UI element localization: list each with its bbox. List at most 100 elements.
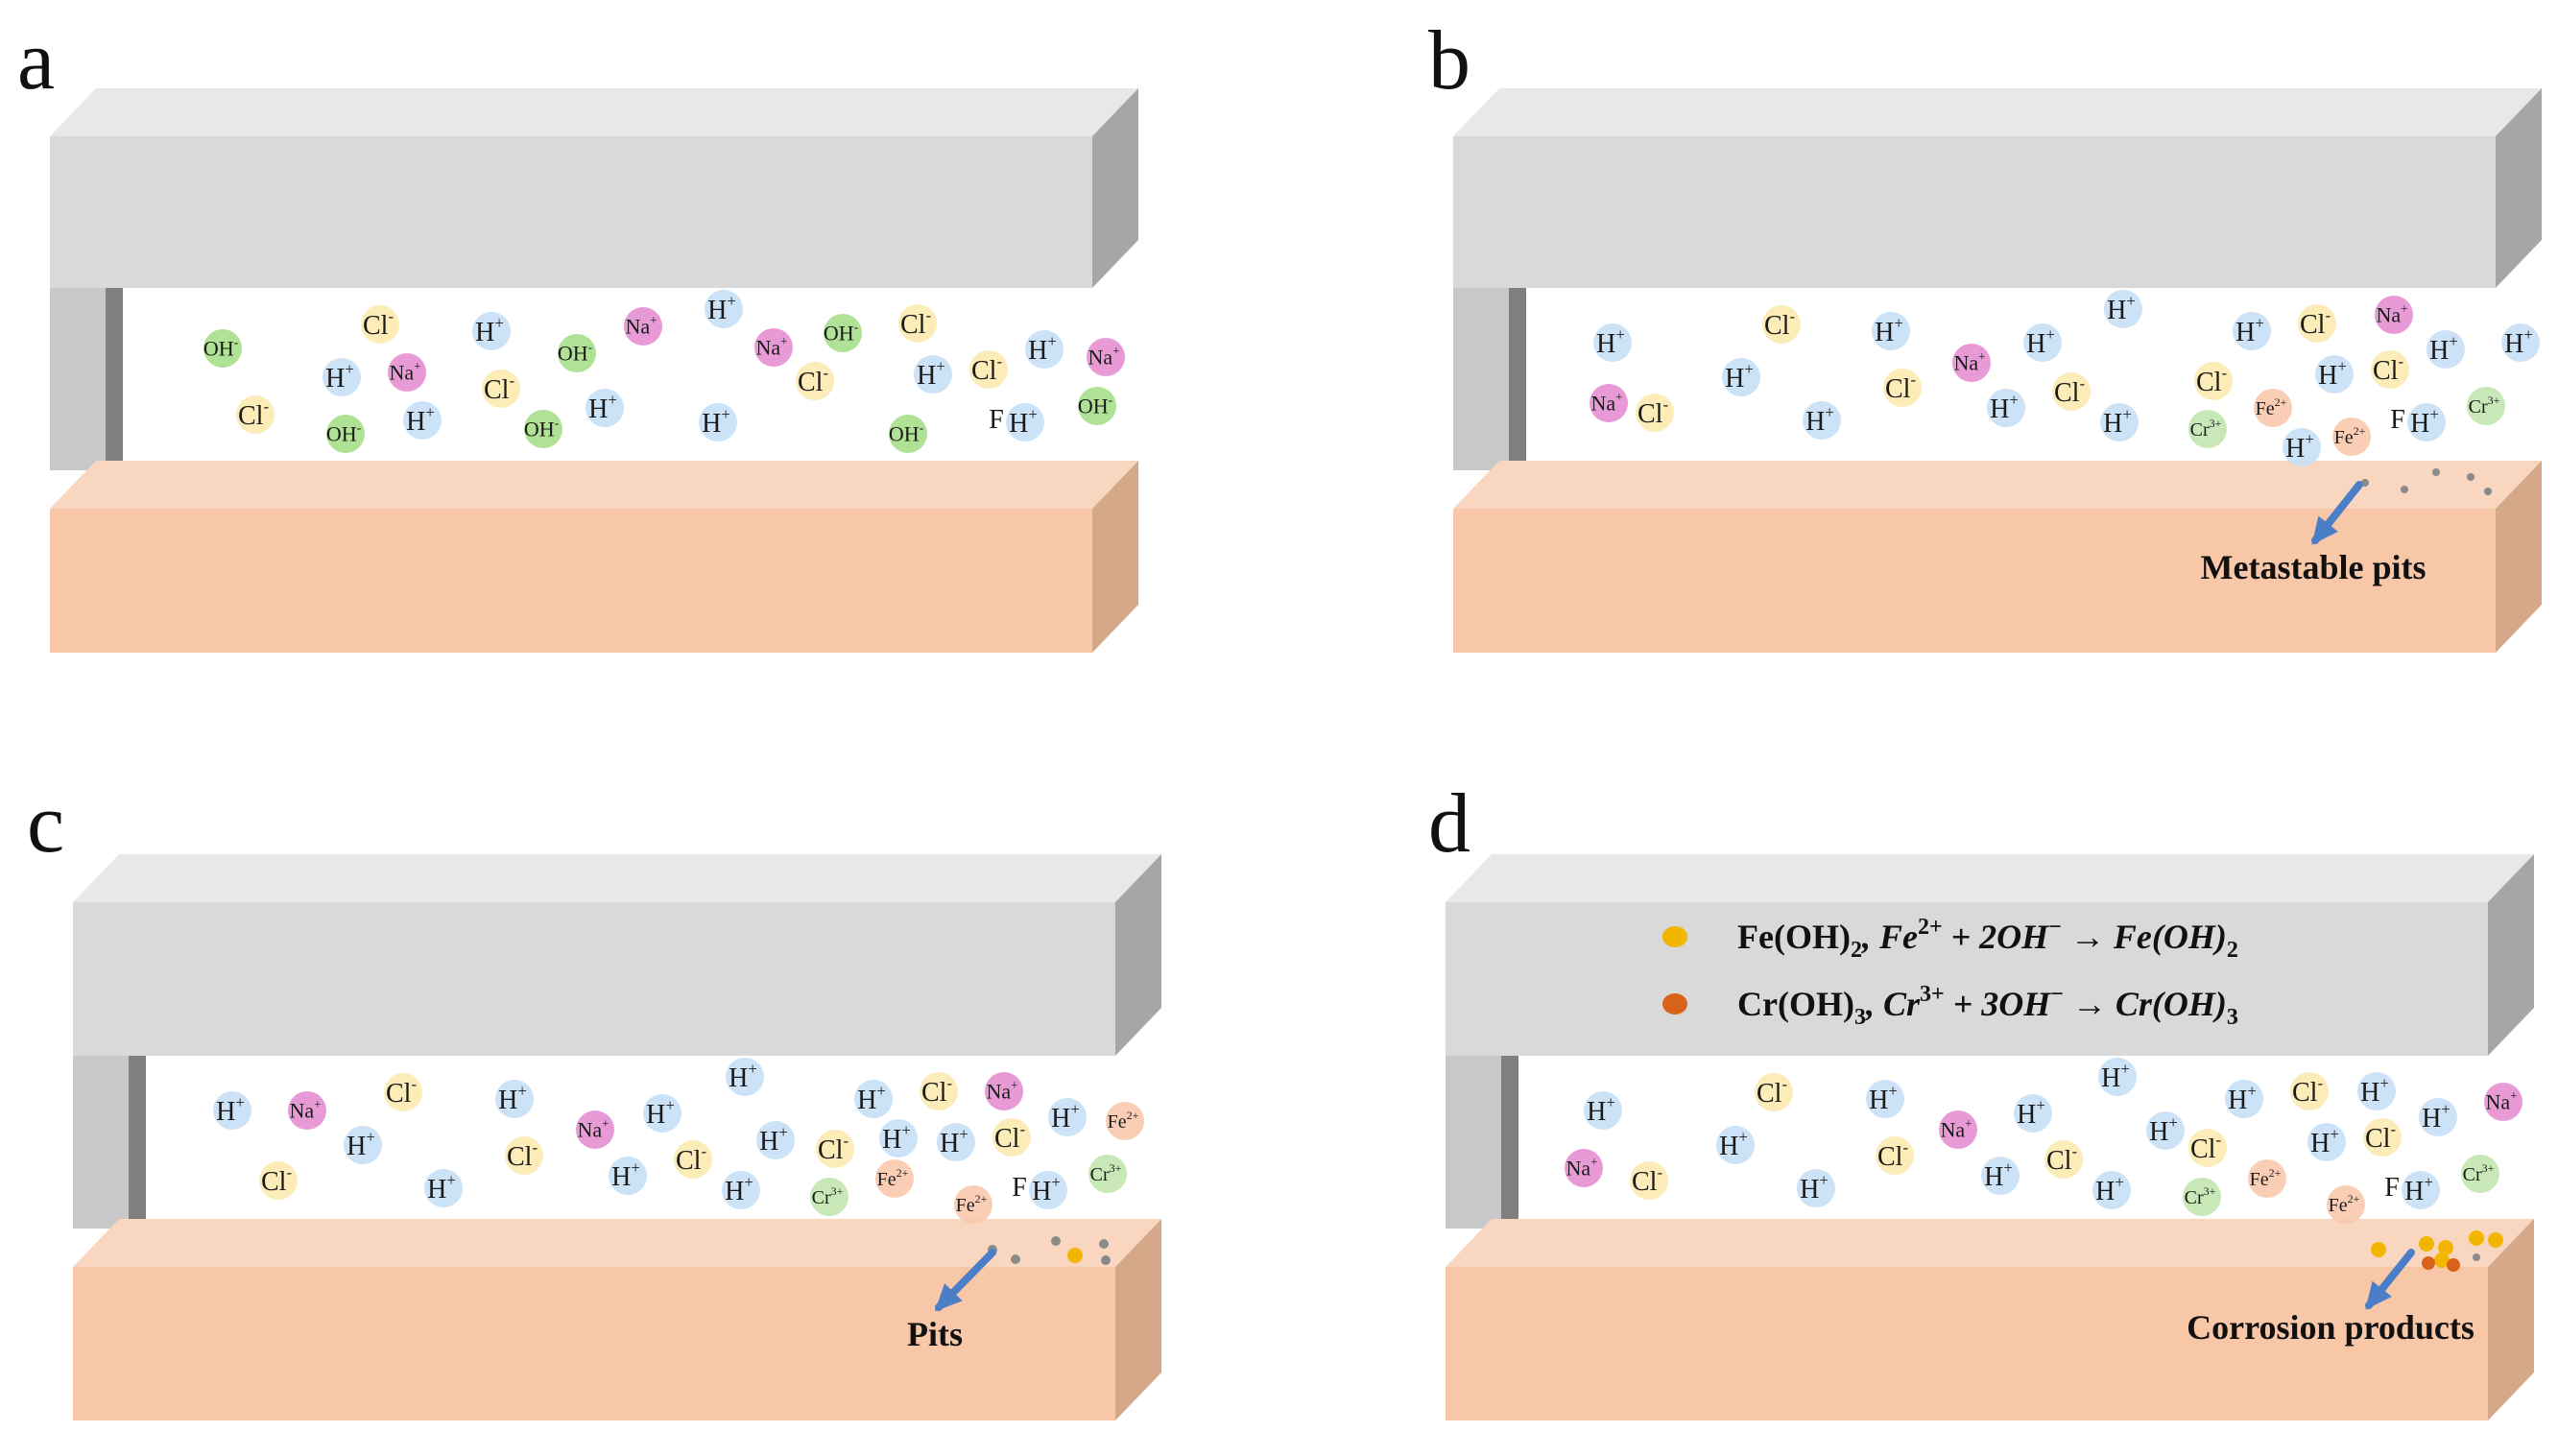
ion-label: H+: [1009, 405, 1038, 439]
ion-label: Cl-: [507, 1138, 538, 1172]
chloride-ion: Cl-: [2052, 372, 2091, 411]
ion-label: H+: [1028, 332, 1057, 366]
hydrogen-ion: H+: [1025, 330, 1064, 369]
ion-label: H+: [2285, 430, 2314, 464]
iron-ion: Fe2+: [2248, 1159, 2286, 1198]
hydrogen-ion: H+: [2419, 1098, 2457, 1136]
ion-label: Cl-: [238, 397, 269, 431]
metal-side-face: [2488, 1219, 2534, 1420]
hydrogen-ion-partial: F: [1012, 1173, 1027, 1203]
top-plate-side-face: [2488, 854, 2534, 1056]
sodium-ion: Na+: [985, 1072, 1023, 1110]
chloride-ion: Cl-: [236, 395, 275, 434]
ion-label: Fe2+: [2250, 1166, 2282, 1190]
hydrogen-ion: H+: [2146, 1111, 2185, 1150]
ion-label: Cl-: [2373, 352, 2403, 386]
ion-label: Cl-: [1638, 395, 1668, 429]
ion-label: F: [989, 405, 1004, 435]
ion-label: H+: [216, 1093, 245, 1127]
left-wall-edge: [129, 1056, 146, 1219]
hydrogen-ion: H+: [609, 1157, 647, 1195]
sodium-ion: Na+: [1590, 384, 1628, 422]
ion-label: H+: [2422, 1100, 2450, 1134]
chromium-ion: Cr3+: [2183, 1178, 2221, 1216]
metal-front-face: [50, 509, 1092, 653]
chloride-ion: Cl-: [969, 350, 1008, 389]
pit-dot: [2467, 473, 2474, 481]
top-plate-front-face: [1453, 136, 2496, 288]
chloride-ion: Cl-: [1636, 394, 1674, 432]
left-wall-edge: [1509, 288, 1526, 461]
left-wall: [50, 288, 106, 470]
sodium-ion: Na+: [576, 1110, 614, 1149]
metal-upper-face: [50, 461, 1138, 509]
ion-label: Cl-: [2054, 374, 2085, 408]
hydroxide-ion: OH-: [889, 415, 927, 453]
hydroxide-ion: OH-: [558, 334, 596, 372]
hydrogen-ion: H+: [2225, 1080, 2263, 1118]
ion-label: H+: [2404, 1173, 2433, 1206]
ion-label: Na+: [1590, 390, 1622, 416]
ion-label: Cl-: [1757, 1075, 1787, 1109]
hydrogen-ion: H+: [937, 1123, 975, 1161]
ion-label: Na+: [986, 1078, 1017, 1104]
ion-label: Cl-: [971, 352, 1002, 386]
ion-label: F: [2384, 1173, 2400, 1203]
ion-label: Cl-: [1764, 307, 1795, 341]
ion-label: OH-: [889, 420, 923, 446]
ion-label: H+: [2017, 1096, 2045, 1130]
pit-dot: [2401, 486, 2408, 493]
ion-label: H+: [1984, 1158, 2013, 1192]
hydrogen-ion: H+: [1803, 401, 1841, 440]
pit-dot: [2484, 488, 2492, 495]
ion-label: OH-: [524, 416, 559, 442]
hydroxide-ion: OH-: [524, 410, 562, 448]
ion-label: H+: [725, 1173, 753, 1206]
ion-label: Cl-: [818, 1132, 849, 1165]
ion-label: H+: [2410, 405, 2439, 439]
top-plate-front-face: [50, 136, 1092, 288]
ion-label: Cl-: [1632, 1163, 1662, 1197]
corrosion-product-particle: [1067, 1248, 1083, 1263]
hydrogen-ion: H+: [424, 1169, 463, 1207]
ion-label: H+: [2235, 314, 2264, 347]
hydrogen-ion: H+: [2357, 1072, 2396, 1110]
metal-upper-face: [73, 1219, 1161, 1267]
legend-croh3: Cr(OH)3, Cr3+ + 3OH− → Cr(OH)3: [1662, 982, 2238, 1030]
ion-label: H+: [2095, 1173, 2124, 1206]
pit-dot: [1099, 1239, 1109, 1249]
chloride-ion: Cl-: [384, 1073, 422, 1111]
chloride-ion: Cl-: [816, 1130, 854, 1168]
iron-ion: Fe2+: [2332, 418, 2371, 456]
feoh2-particle: [2469, 1230, 2484, 1246]
top-plate-side-face: [1115, 854, 1161, 1056]
sodium-ion: Na+: [1087, 338, 1125, 376]
hydrogen-ion: H+: [1006, 403, 1044, 442]
ion-label: H+: [2429, 332, 2458, 366]
ion-label: H+: [1587, 1093, 1615, 1127]
chloride-ion: Cl-: [2371, 350, 2409, 389]
ion-label: H+: [1032, 1173, 1061, 1206]
hydroxide-ion: OH-: [1078, 387, 1116, 425]
hydrogen-ion: H+: [756, 1121, 795, 1159]
hydrogen-ion: H+: [914, 355, 952, 394]
hydrogen-ion-partial: F: [2384, 1173, 2400, 1203]
ion-label: Cl-: [2292, 1074, 2323, 1108]
ion-label: Cl-: [2046, 1142, 2077, 1176]
top-plate-side-face: [2496, 88, 2542, 288]
feoh2-particle: [2434, 1253, 2450, 1268]
hydrogen-ion: H+: [2501, 323, 2540, 362]
ion-label: H+: [1869, 1082, 1898, 1115]
ion-label: Na+: [1088, 344, 1119, 370]
iron-ion: Fe2+: [2327, 1185, 2365, 1224]
ion-label: OH-: [558, 340, 592, 366]
panel-letter-a: a: [17, 14, 56, 107]
ion-label: H+: [2101, 1060, 2130, 1093]
top-plate-upper-face: [50, 88, 1138, 136]
cell-a: [50, 88, 1138, 653]
hydrogen-ion: H+: [879, 1119, 918, 1158]
cell-c: [73, 854, 1161, 1420]
ion-label: OH-: [1078, 393, 1112, 418]
ion-label: Fe2+: [2329, 1192, 2360, 1216]
ion-label: H+: [347, 1128, 375, 1161]
